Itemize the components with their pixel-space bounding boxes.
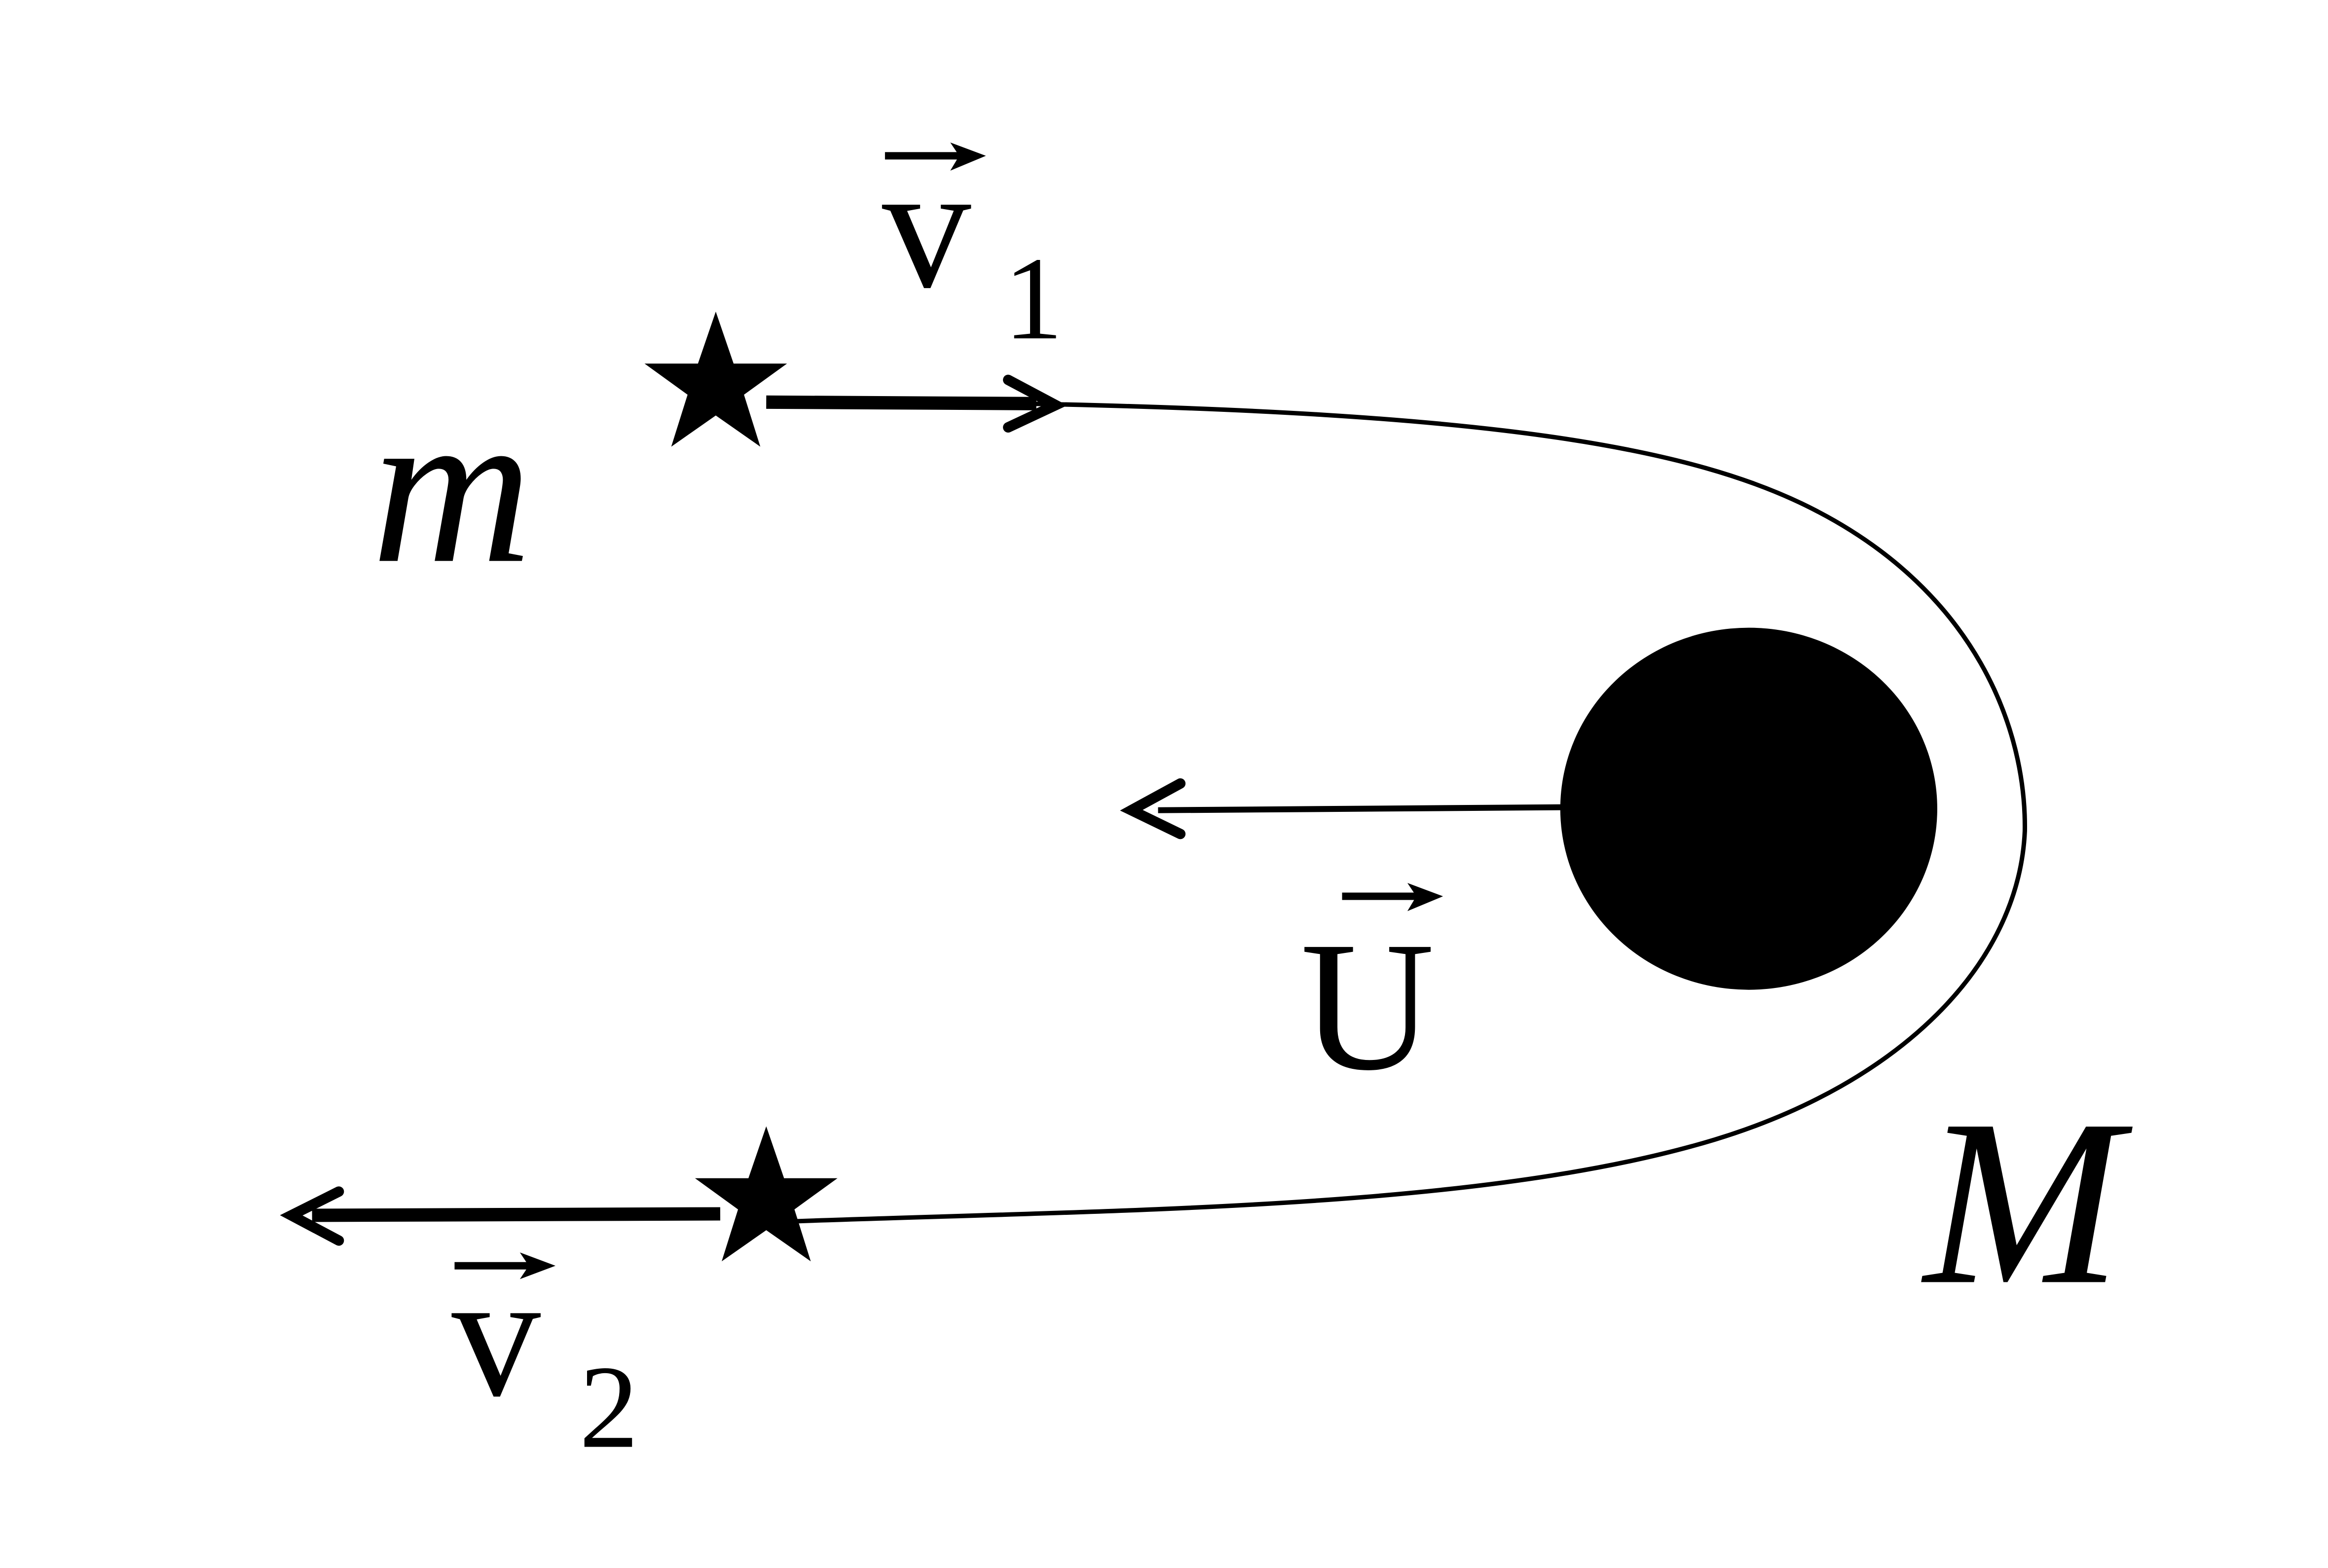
v1-label: v 1 — [882, 128, 1063, 365]
star-icon — [695, 1126, 838, 1262]
svg-text:v: v — [882, 128, 971, 326]
large-body — [1560, 627, 1937, 990]
star-icon — [644, 311, 787, 447]
velocity-v1-arrow — [766, 374, 1068, 433]
vector-arrow-icon — [1342, 883, 1443, 912]
velocity-v2-arrow — [280, 1186, 720, 1246]
u-label: U — [1300, 883, 1443, 1109]
trajectory-path — [794, 401, 2027, 1224]
svg-text:U: U — [1300, 904, 1435, 1109]
v2-label: v 2 — [451, 1237, 638, 1473]
svg-text:v: v — [451, 1237, 541, 1434]
velocity-u-arrow — [1120, 778, 1562, 839]
small-mass-label: m — [371, 363, 532, 609]
vector-arrow-icon — [454, 1252, 556, 1279]
svg-text:2: 2 — [579, 1342, 638, 1473]
large-mass-label: M — [1920, 1071, 2135, 1334]
vector-arrow-icon — [885, 142, 986, 171]
svg-text:1: 1 — [1004, 233, 1063, 365]
